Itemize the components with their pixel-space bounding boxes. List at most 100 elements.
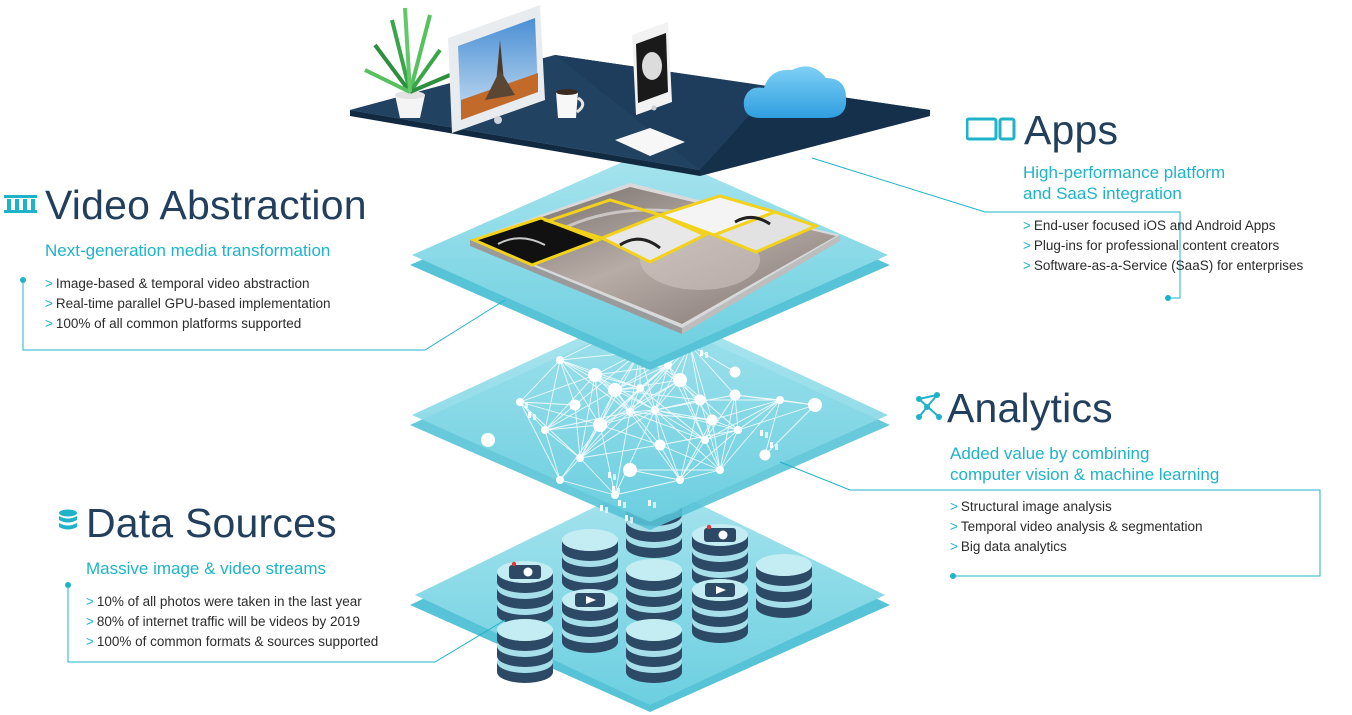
bullet-item: >80% of internet traffic will be videos … xyxy=(86,612,378,632)
network-edge xyxy=(614,389,701,401)
network-edge xyxy=(629,387,641,413)
bullet-item: >Image-based & temporal video abstractio… xyxy=(45,274,367,294)
network-edge xyxy=(629,379,681,413)
bullet-text: 100% of common formats & sources support… xyxy=(96,634,379,649)
bullet-marker: > xyxy=(950,539,958,554)
bullet-text: Big data analytics xyxy=(960,539,1067,554)
network-node xyxy=(729,389,741,401)
bullet-marker: > xyxy=(1023,238,1031,253)
network-edge xyxy=(679,379,706,441)
bit-glyph xyxy=(770,442,773,448)
network-node xyxy=(481,433,495,447)
network-edge xyxy=(519,374,596,403)
network-edge xyxy=(704,394,736,441)
analytics-title: Analytics xyxy=(947,385,1113,431)
network-edge xyxy=(764,399,781,456)
network-node xyxy=(716,466,724,474)
bullet-text: Image-based & temporal video abstraction xyxy=(55,276,310,291)
network-node xyxy=(608,383,622,397)
network-edge xyxy=(544,374,596,431)
columns-icon xyxy=(4,193,37,218)
bullet-text: End-user focused iOS and Android Apps xyxy=(1033,218,1276,233)
bullet-marker: > xyxy=(45,316,53,331)
network-edge xyxy=(599,409,656,426)
network-edge xyxy=(579,444,661,459)
network-edge xyxy=(679,379,739,431)
bit-glyph xyxy=(600,505,603,511)
network-node xyxy=(576,454,584,462)
network-edge xyxy=(737,404,816,431)
bit-glyph xyxy=(528,412,531,418)
database-cylinder xyxy=(562,589,618,653)
network-edge xyxy=(594,374,641,389)
bit-glyph xyxy=(765,432,768,438)
bullet-item: >10% of all photos were taken in the las… xyxy=(86,592,378,612)
bullet-marker: > xyxy=(86,634,94,649)
devices-icon xyxy=(965,115,1016,146)
network-edge xyxy=(654,409,713,421)
bullet-marker: > xyxy=(950,499,958,514)
bullet-item: >100% of all common platforms supported xyxy=(45,314,367,334)
bullet-text: Software-as-a-Service (SaaS) for enterpr… xyxy=(1033,258,1304,273)
network-edge xyxy=(614,389,661,446)
bullet-text: Structural image analysis xyxy=(960,499,1112,514)
network-edge xyxy=(594,374,656,411)
bullet-item: >Big data analytics xyxy=(950,537,1219,557)
network-edge xyxy=(654,409,661,446)
network-edge xyxy=(519,401,546,431)
bullet-marker: > xyxy=(950,519,958,534)
network-node xyxy=(776,396,784,404)
network-edge xyxy=(654,344,691,411)
apps-title: Apps xyxy=(1024,107,1119,153)
network-edge xyxy=(579,457,616,496)
network-node xyxy=(729,366,741,378)
network-edge xyxy=(579,374,596,459)
video-title: Video Abstraction xyxy=(45,182,367,228)
network-edge xyxy=(574,404,581,459)
network-node xyxy=(623,463,637,477)
network-edge xyxy=(689,344,736,396)
network-edge xyxy=(689,344,713,421)
network-edge xyxy=(659,444,721,471)
bit-glyph xyxy=(630,517,633,523)
bit-glyph xyxy=(705,352,708,358)
bit-glyph xyxy=(612,486,615,492)
network-edge xyxy=(679,419,713,481)
network-edge xyxy=(629,409,656,413)
network-edge xyxy=(599,424,661,446)
network-edge xyxy=(519,359,561,403)
network-edge xyxy=(559,359,616,391)
network-edge xyxy=(614,479,681,496)
network-edge xyxy=(719,394,736,471)
network-edge xyxy=(679,429,739,481)
bit-glyph xyxy=(625,515,628,521)
bullet-text: 80% of internet traffic will be videos b… xyxy=(96,614,361,629)
bullet-text: 100% of all common platforms supported xyxy=(55,316,302,331)
database-cylinder xyxy=(562,529,618,593)
network-edge xyxy=(519,401,581,459)
network-edge xyxy=(594,374,601,426)
network-edge xyxy=(734,394,739,431)
network-node xyxy=(541,426,549,434)
video-subtitle: Next-generation media transformation xyxy=(45,241,331,260)
bit-glyph xyxy=(533,414,536,420)
bullet-marker: > xyxy=(1023,218,1031,233)
network-edge xyxy=(559,359,576,406)
bit-glyph xyxy=(623,502,626,508)
bit-glyph xyxy=(653,502,656,508)
network-edge xyxy=(629,411,706,441)
network-node xyxy=(556,476,564,484)
video-bullets: > Image-based & temporal video abstractio… xyxy=(45,274,367,334)
network-node xyxy=(808,398,822,412)
video-section: Video Abstraction Next-generation media … xyxy=(4,185,367,334)
network-node xyxy=(654,439,666,451)
bullet-item: >Software-as-a-Service (SaaS) for enterp… xyxy=(1023,256,1303,276)
network-edge xyxy=(629,364,669,413)
database-icon xyxy=(58,509,78,538)
network-edge xyxy=(679,469,721,481)
network-edge xyxy=(544,404,576,431)
network-edge xyxy=(614,411,631,496)
network-edge xyxy=(719,429,739,471)
network-edge xyxy=(689,344,701,401)
